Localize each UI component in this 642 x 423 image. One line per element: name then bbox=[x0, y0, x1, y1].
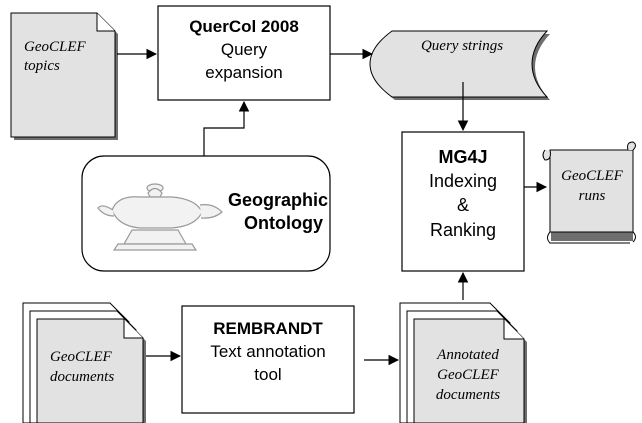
annotated-documents-line3: documents bbox=[436, 387, 500, 403]
geoclef-documents-line2: documents bbox=[50, 369, 114, 385]
geoclef-topics-line1: GeoCLEF bbox=[24, 39, 87, 55]
mg4j-line2: & bbox=[457, 195, 469, 215]
mg4j-node: MG4J Indexing & Ranking bbox=[401, 131, 525, 272]
annotated-documents-node: Annotated GeoCLEF documents bbox=[399, 302, 527, 423]
mg4j-line3: Ranking bbox=[430, 220, 496, 240]
geoclef-runs-line2: runs bbox=[579, 188, 606, 204]
mg4j-title: MG4J bbox=[438, 147, 487, 167]
geoclef-documents-line1: GeoCLEF bbox=[50, 349, 113, 365]
geoclef-topics-line2: topics bbox=[24, 58, 60, 74]
arrow-ontology-to-quercol bbox=[203, 100, 250, 156]
annotated-documents-line1: Annotated bbox=[436, 347, 499, 363]
rembrandt-line1: Text annotation bbox=[210, 342, 325, 361]
mg4j-line1: Indexing bbox=[429, 171, 497, 191]
geographic-ontology-node: Geographic Ontology bbox=[81, 155, 331, 272]
geoclef-topics-node: GeoCLEF topics bbox=[10, 12, 118, 140]
geoclef-documents-node: GeoCLEF documents bbox=[22, 302, 146, 423]
quercol-line1: Query bbox=[221, 40, 268, 59]
rembrandt-node: REMBRANDT Text annotation tool bbox=[181, 305, 355, 414]
geoclef-runs-node: GeoCLEF runs bbox=[542, 141, 636, 244]
oil-lamp-icon bbox=[97, 183, 223, 251]
annotated-documents-line2: GeoCLEF bbox=[437, 367, 500, 383]
geoclef-runs-line1: GeoCLEF bbox=[561, 168, 624, 184]
quercol-line2: expansion bbox=[205, 63, 283, 82]
rembrandt-title: REMBRANDT bbox=[213, 319, 323, 338]
quercol-node: QuerCol 2008 Query expansion bbox=[157, 5, 331, 101]
query-strings-label: Query strings bbox=[421, 38, 503, 54]
geographic-ontology-line2: Ontology bbox=[244, 213, 323, 233]
query-strings-node: Query strings bbox=[369, 30, 550, 100]
quercol-title: QuerCol 2008 bbox=[189, 17, 299, 36]
rembrandt-line2: tool bbox=[254, 365, 281, 384]
geographic-ontology-line1: Geographic bbox=[228, 190, 328, 210]
